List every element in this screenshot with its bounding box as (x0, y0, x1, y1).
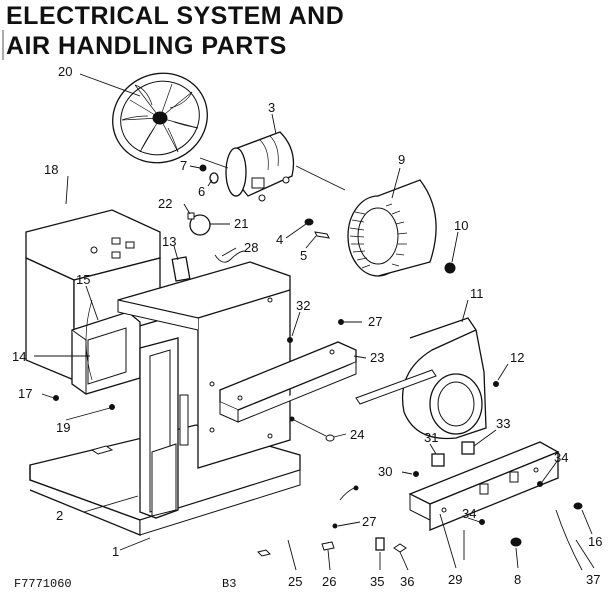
partition-post (139, 337, 189, 519)
leader-lines (34, 73, 595, 571)
callout-27-bottom: 27 (362, 514, 376, 529)
callout-2: 2 (56, 508, 63, 523)
callout-23: 23 (370, 350, 384, 365)
callout-26: 26 (322, 574, 336, 589)
power-cord (555, 509, 583, 571)
nut-and-washer (199, 164, 219, 184)
callout-10: 10 (454, 218, 468, 233)
callout-33: 33 (496, 416, 510, 431)
vent-door (71, 299, 141, 395)
callout-25: 25 (288, 574, 302, 589)
callout-20: 20 (58, 64, 72, 79)
callout-6: 6 (198, 184, 205, 199)
fan-motor (199, 131, 346, 202)
callout-16: 16 (588, 534, 602, 549)
callout-4: 4 (276, 232, 283, 247)
callout-labels: 20 3 7 6 9 10 4 5 18 22 21 28 13 15 14 1… (12, 64, 602, 589)
blower-wheel (347, 179, 437, 277)
callout-35: 35 (370, 574, 384, 589)
shelf-bracket (219, 341, 357, 423)
drawing-number: F7771060 (14, 577, 72, 591)
callout-24: 24 (350, 427, 364, 442)
screws-left (53, 395, 115, 410)
callout-34-lower: 34 (462, 506, 476, 521)
callout-36: 36 (400, 574, 414, 589)
mounting-clip (304, 218, 330, 239)
fan-blade (112, 72, 208, 164)
callout-22: 22 (158, 196, 172, 211)
callout-27-top: 27 (368, 314, 382, 329)
callout-18: 18 (44, 162, 58, 177)
chassis-frame (117, 261, 291, 469)
callout-3: 3 (268, 100, 275, 115)
housing-screw (493, 381, 499, 387)
callout-8: 8 (514, 572, 521, 587)
page-number: B3 (222, 577, 237, 591)
bolt (289, 416, 335, 442)
callout-28: 28 (244, 240, 258, 255)
wire-harness (214, 250, 246, 263)
screws-right (479, 481, 543, 525)
control-knob (510, 537, 522, 547)
callout-15: 15 (76, 272, 90, 287)
ground-screw (573, 502, 583, 510)
callout-32: 32 (296, 298, 310, 313)
callout-12: 12 (510, 350, 524, 365)
callout-11: 11 (470, 286, 484, 301)
housing-clips (431, 441, 475, 467)
callout-21: 21 (234, 216, 248, 231)
control-bracket (408, 441, 560, 531)
relay (171, 256, 191, 282)
capacitor (183, 203, 211, 236)
small-parts (257, 485, 407, 557)
diagram-title-line-1: ELECTRICAL SYSTEM AND (6, 2, 345, 30)
callout-13: 13 (162, 234, 176, 249)
blower-cap (444, 262, 456, 274)
callout-29: 29 (448, 572, 462, 587)
callout-14: 14 (12, 349, 26, 364)
screws-top (287, 319, 344, 343)
callout-19: 19 (56, 420, 70, 435)
callout-31: 31 (424, 430, 438, 445)
callout-1: 1 (112, 544, 119, 559)
blower-housing (355, 317, 487, 440)
callout-30: 30 (378, 464, 392, 479)
diagram-title-line-2: AIR HANDLING PARTS (6, 32, 287, 60)
callout-37: 37 (586, 572, 600, 587)
callout-17: 17 (18, 386, 32, 401)
callout-9: 9 (398, 152, 405, 167)
callout-5: 5 (300, 248, 307, 263)
callout-7: 7 (180, 158, 187, 173)
callout-34-right: 34 (554, 450, 568, 465)
bracket-screw (413, 471, 419, 477)
